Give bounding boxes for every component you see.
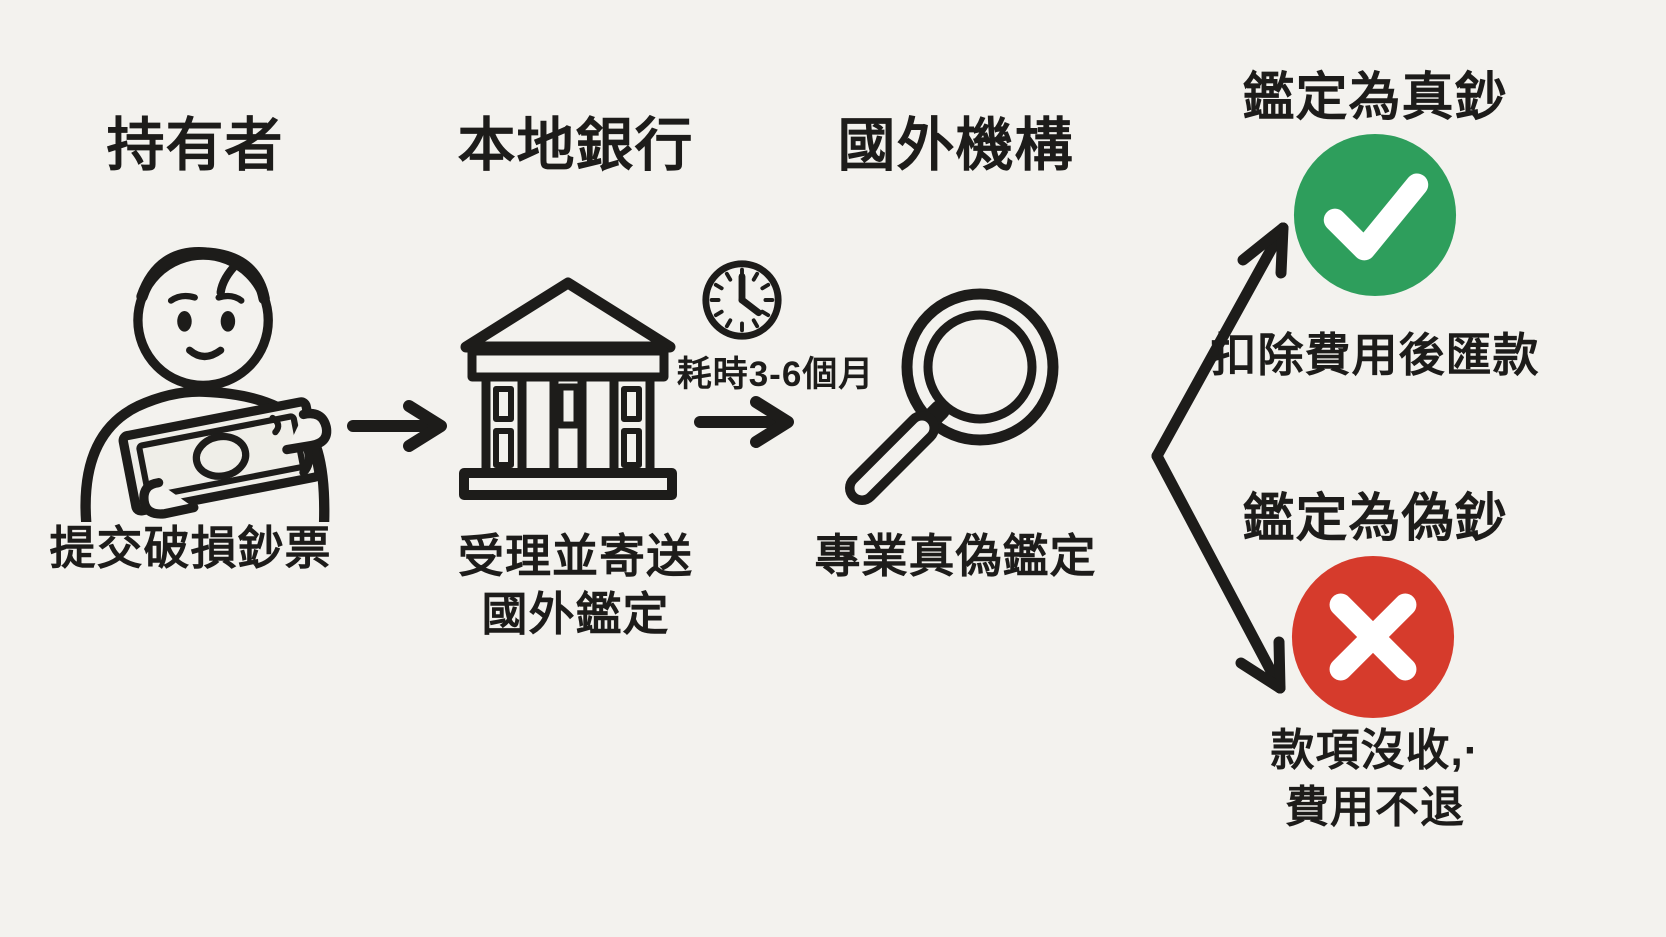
- check-circle-icon: [1292, 132, 1458, 298]
- arrow-down-right-icon: [1151, 450, 1286, 694]
- outcome-title-counterfeit: 鑑定為偽鈔: [1242, 490, 1508, 548]
- magnifier-icon: [828, 272, 1078, 520]
- step-title-holder: 持有者: [106, 113, 284, 178]
- arrow-up-right-icon: [1151, 222, 1289, 462]
- outcome-result-counterfeit-line1: 款項沒收,·: [1270, 726, 1480, 775]
- arrow-right-icon: [345, 398, 453, 454]
- bank-building-icon: [452, 268, 684, 506]
- x-circle-icon: [1290, 554, 1456, 720]
- outcome-result-counterfeit-line2: 費用不退: [1285, 783, 1465, 833]
- arrow-right-icon: [692, 394, 800, 450]
- step-label-bank-line2: 國外鑑定: [481, 587, 670, 640]
- step-label-bank-line1: 受理並寄送: [458, 530, 693, 582]
- outcome-result-counterfeit: 款項沒收,· 費用不退: [1210, 722, 1540, 836]
- duration-note: 耗時3-6個月: [676, 355, 875, 394]
- branch-arrows: [1085, 180, 1307, 712]
- step-label-foreign: 專業真偽鑑定: [814, 530, 1097, 582]
- outcome-result-genuine: 扣除費用後匯款: [1210, 329, 1540, 381]
- clock-icon: [698, 256, 786, 344]
- step-label-holder: 提交破損鈔票: [49, 522, 332, 574]
- outcome-title-genuine: 鑑定為真鈔: [1242, 69, 1508, 127]
- step-title-bank: 本地銀行: [457, 113, 694, 178]
- step-label-bank: 受理並寄送 國外鑑定: [418, 528, 733, 643]
- step-title-foreign: 國外機構: [837, 113, 1074, 178]
- person-holding-banknote-icon: [58, 222, 343, 522]
